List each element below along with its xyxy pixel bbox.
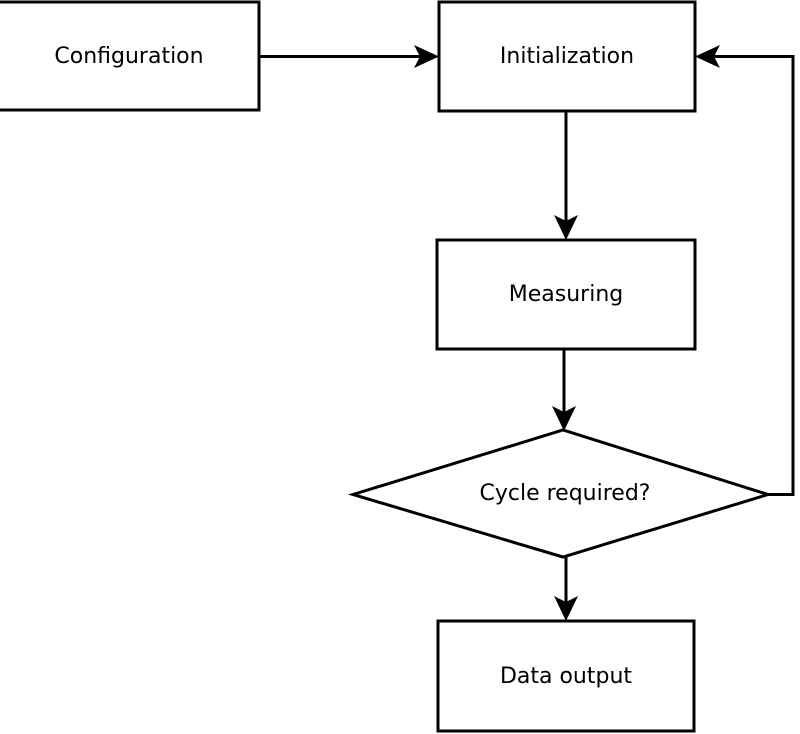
node-measuring-label: Measuring [509,282,623,307]
node-measuring[interactable]: Measuring [435,238,697,351]
arrowhead-measuring-decision-icon [552,406,576,431]
node-initialization-label: Initialization [500,44,634,69]
edge-configuration-to-initialization [259,45,439,68]
arrowhead-config-init-icon [414,45,439,68]
node-configuration-label: Configuration [54,44,203,69]
node-initialization[interactable]: Initialization [437,0,697,113]
edge-line-decision-init-feedback [710,55,795,496]
arrowhead-decision-output-icon [554,596,578,621]
arrowhead-init-measuring-icon [554,215,578,240]
node-cycle-required-shape[interactable] [347,428,774,559]
node-data-output[interactable]: Data output [436,619,696,733]
edge-measuring-to-decision [552,349,576,431]
node-initialization-shape[interactable] [437,0,697,113]
node-configuration[interactable]: Configuration [0,0,261,112]
node-cycle-required[interactable]: Cycle required? [347,428,774,559]
edge-decision-to-initialization-feedback [695,45,795,496]
edge-initialization-to-measuring [554,111,578,240]
node-cycle-required-label: Cycle required? [480,481,651,506]
node-configuration-shape[interactable] [0,0,261,112]
node-data-output-label: Data output [500,664,632,689]
node-measuring-shape[interactable] [435,238,697,351]
node-data-output-shape[interactable] [436,619,696,733]
edge-decision-to-data-output [554,557,578,621]
arrowhead-decision-init-icon [695,45,720,68]
